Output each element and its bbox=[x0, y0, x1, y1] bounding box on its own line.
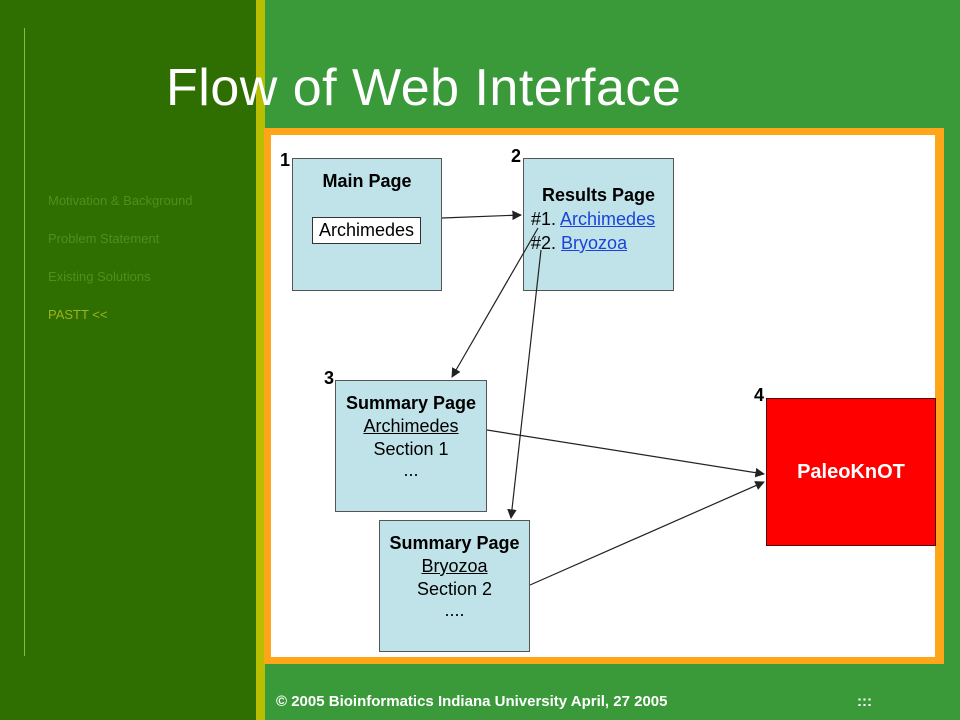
arrow-summary-1-to-paleoknot bbox=[486, 429, 765, 478]
nav-list: Motivation & Background Problem Statemen… bbox=[48, 193, 238, 345]
nav-item-problem-statement[interactable]: Problem Statement bbox=[48, 231, 160, 246]
accent-strip bbox=[256, 0, 265, 720]
main-page-title: Main Page bbox=[322, 171, 412, 191]
arrow-results-to-summary-1 bbox=[451, 227, 539, 378]
sidebar-divider bbox=[24, 28, 25, 656]
summary-1-ellipsis: ... bbox=[403, 460, 419, 480]
paleoknot-box: PaleoKnOT bbox=[766, 398, 936, 546]
slide-footer: © 2005 Bioinformatics Indiana University… bbox=[276, 693, 668, 710]
summary-2-section: Section 2 bbox=[416, 579, 493, 599]
nav-item-existing-solutions[interactable]: Existing Solutions bbox=[48, 269, 151, 284]
summary-page-bryozoa-box: Summary Page Bryozoa Section 2 .... bbox=[379, 520, 530, 652]
summary-1-name: Archimedes bbox=[363, 416, 459, 436]
nav-item-pastt[interactable]: PASTT << bbox=[48, 307, 108, 322]
main-page-box: Main Page Archimedes bbox=[292, 158, 442, 291]
step-number-3: 3 bbox=[324, 368, 335, 388]
results-page-title: Results Page bbox=[541, 185, 656, 205]
slide-title: Flow of Web Interface bbox=[166, 59, 682, 117]
summary-2-title: Summary Page bbox=[389, 533, 520, 553]
result-row-2: #2. Bryozoa bbox=[531, 233, 673, 254]
arrow-main-to-results bbox=[441, 210, 522, 221]
result-rank-1: #1. bbox=[531, 209, 557, 229]
summary-page-archimedes-box: Summary Page Archimedes Section 1 ... bbox=[335, 380, 487, 512]
result-row-1: #1. Archimedes bbox=[531, 209, 673, 230]
paleoknot-label: PaleoKnOT bbox=[797, 460, 905, 483]
summary-1-section: Section 1 bbox=[373, 439, 449, 459]
results-page-box: Results Page #1. Archimedes #2. Bryozoa bbox=[523, 158, 674, 291]
step-number-2: 2 bbox=[511, 146, 522, 166]
result-rank-2: #2. bbox=[531, 233, 557, 253]
result-link-archimedes[interactable]: Archimedes bbox=[560, 209, 656, 229]
footer-marker: ::: bbox=[857, 693, 872, 710]
arrow-results-to-summary-2 bbox=[507, 249, 542, 519]
summary-1-title: Summary Page bbox=[345, 393, 477, 413]
result-link-bryozoa[interactable]: Bryozoa bbox=[561, 233, 628, 253]
arrow-summary-2-to-paleoknot bbox=[529, 481, 765, 586]
summary-2-ellipsis: .... bbox=[444, 600, 465, 620]
step-number-1: 1 bbox=[280, 150, 291, 170]
main-page-search-input[interactable]: Archimedes bbox=[312, 217, 422, 244]
summary-2-name: Bryozoa bbox=[421, 556, 488, 576]
sidebar: Motivation & Background Problem Statemen… bbox=[0, 0, 256, 720]
nav-item-motivation[interactable]: Motivation & Background bbox=[48, 193, 193, 208]
step-number-4: 4 bbox=[754, 385, 765, 405]
